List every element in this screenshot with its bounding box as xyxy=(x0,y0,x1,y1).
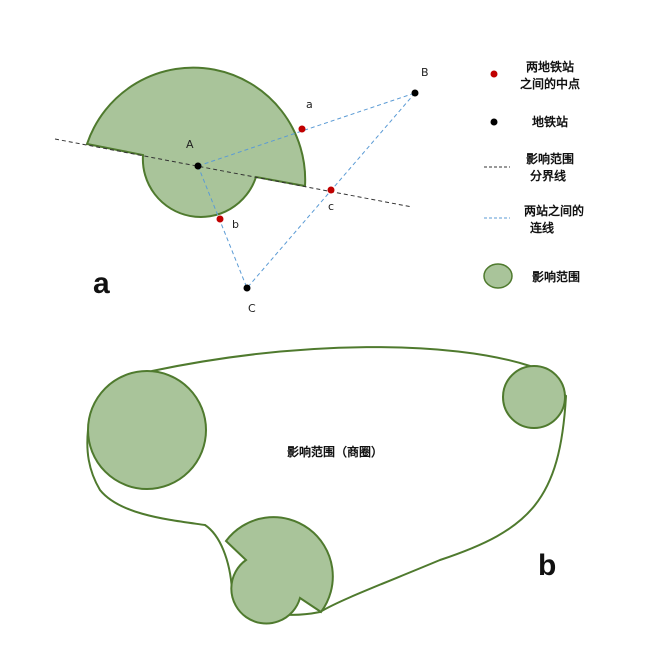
legend-connection-line2: 连线 xyxy=(530,220,554,235)
legend-midpoint-line2: 之间的中点 xyxy=(520,76,580,91)
station-c-label: C xyxy=(248,302,256,315)
legend-boundary-line1: 影响范围 xyxy=(526,151,574,166)
station-b-label: B xyxy=(421,66,429,79)
legend: 两地铁站 之间的中点 地铁站 影响范围 分界线 两站之间的 连线 影响范围 xyxy=(483,59,584,289)
station-c-dot xyxy=(243,284,251,292)
connect-line-ac xyxy=(197,165,248,289)
panel-a: A B C a b c a xyxy=(54,66,429,315)
panel-a-label: a xyxy=(93,267,110,300)
zone-large xyxy=(87,370,207,490)
midpoint-a-label: a xyxy=(306,98,313,111)
panel-b: 影响范围（商圈） b xyxy=(86,346,568,625)
zone-small xyxy=(502,365,566,429)
station-b-dot xyxy=(411,89,419,97)
midpoint-b-dot xyxy=(216,215,224,223)
legend-midpoint-swatch xyxy=(490,70,498,78)
trade-area-label: 影响范围（商圈） xyxy=(287,444,383,459)
legend-station-line1: 地铁站 xyxy=(532,114,568,129)
panel-b-label: b xyxy=(538,549,556,582)
boundary-line xyxy=(54,138,413,208)
legend-zone-line1: 影响范围 xyxy=(532,269,580,284)
influence-zone-a xyxy=(85,66,307,218)
trade-area-outline xyxy=(86,346,568,616)
connect-line-ab xyxy=(197,92,416,167)
station-a-label: A xyxy=(186,138,194,151)
midpoint-b-label: b xyxy=(232,218,239,231)
legend-boundary-line2: 分界线 xyxy=(530,168,566,183)
midpoint-c-dot xyxy=(327,186,335,194)
zone-notched xyxy=(224,516,334,625)
station-a-dot xyxy=(194,162,202,170)
legend-station-swatch xyxy=(490,118,498,126)
midpoint-a-dot xyxy=(298,125,306,133)
legend-zone-swatch xyxy=(483,263,513,289)
legend-connection-line1: 两站之间的 xyxy=(524,203,584,218)
legend-midpoint-line1: 两地铁站 xyxy=(526,59,574,74)
midpoint-c-label: c xyxy=(328,200,334,213)
